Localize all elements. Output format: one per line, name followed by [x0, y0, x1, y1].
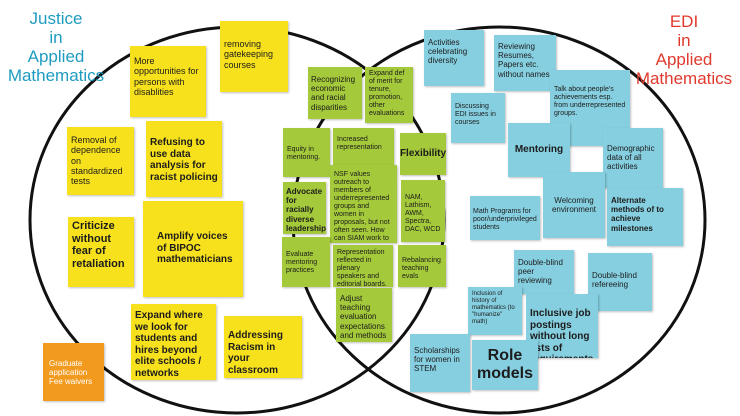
- justice-note: Amplify voices of BIPOC mathematicians: [143, 201, 243, 297]
- overlap-note: NSF values outreach to members of underr…: [330, 165, 397, 243]
- overlap-note: Adjust teaching evaluation expectations …: [336, 288, 392, 342]
- edi-note: Welcoming environment: [543, 172, 605, 238]
- edi-note: Reviewing Resumes, Papers etc. without n…: [494, 35, 556, 91]
- edi-note: Double-blind peer reviewing: [514, 250, 574, 294]
- edi-note: Math Programs for poor/underprivileged s…: [470, 196, 540, 240]
- edi-note: Mentoring: [508, 123, 570, 177]
- overlap-note: Equity in mentoring.: [283, 128, 330, 177]
- edi-note: Inclusion of history of mathematics (to …: [468, 287, 522, 335]
- overlap-note: Increased representation: [333, 128, 394, 168]
- overlap-note: Flexibility: [400, 133, 446, 175]
- justice-note: Addressing Racism in your classroom: [224, 316, 302, 378]
- justice-note: More opportunities for persons with disa…: [130, 46, 206, 117]
- outside-note: Graduate application Fee waivers: [43, 343, 104, 401]
- justice-note: Criticize without fear of retaliation: [68, 217, 134, 287]
- edi-note: Double-blind refereeing: [588, 253, 652, 311]
- edi-note: Demographic data of all activities: [603, 128, 663, 188]
- justice-note: Expand where we look for students and hi…: [131, 304, 216, 380]
- justice-note: Refusing to use data analysis for racist…: [146, 121, 222, 197]
- overlap-note: Rebalancing teaching evals: [398, 245, 446, 287]
- overlap-note: Representation reflected in plenary spea…: [333, 245, 393, 287]
- edi-note: Activities celebrating diversity: [424, 30, 484, 86]
- edi-note: Inclusive job postings without long list…: [526, 294, 598, 358]
- overlap-note: NAM, Lathism, AWM, Spectra, DAC, WCD: [401, 180, 445, 242]
- justice-note: Removal of dependence on standardized te…: [67, 127, 134, 195]
- justice-note: removing gatekeeping courses: [220, 21, 288, 92]
- justice-title: Justice in Applied Mathematics: [7, 9, 105, 85]
- edi-note: Scholarships for women in STEM: [410, 334, 470, 392]
- overlap-note: Advocate for racially diverse leadership: [283, 182, 326, 234]
- overlap-note: Evaluate mentoring practices: [282, 237, 330, 287]
- edi-title: EDI in Applied Mathematics: [635, 12, 733, 88]
- edi-note: Alternate methods of to achieve mileston…: [607, 188, 683, 246]
- overlap-note: Recognizing economic and racial disparit…: [308, 67, 362, 119]
- edi-note: Role models: [472, 340, 538, 390]
- edi-note: Discussing EDI issues in courses: [451, 93, 505, 143]
- overlap-note: Expand def of merit for tenure, promotio…: [365, 67, 413, 123]
